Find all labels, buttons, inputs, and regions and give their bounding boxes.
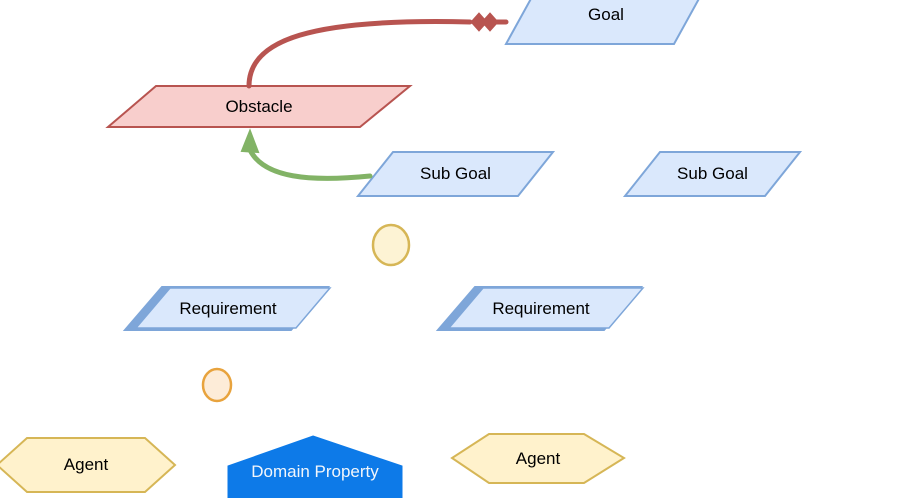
edge-resolution[interactable] [240, 128, 373, 181]
subgoal-1-parallelogram[interactable] [355, 151, 556, 197]
node-requirement-1[interactable] [122, 286, 332, 331]
requirement-2-parallelogram[interactable] [447, 287, 645, 329]
subgoal-2-parallelogram[interactable] [622, 151, 803, 197]
node-subgoal-1[interactable] [355, 151, 556, 197]
obstruction-edge-path[interactable] [246, 19, 473, 89]
agent-1-hexagon[interactable] [0, 437, 177, 493]
domain-property-pentagon[interactable] [227, 435, 403, 498]
obstacle-parallelogram[interactable] [105, 85, 413, 128]
node-agent-1[interactable] [0, 437, 177, 493]
resolution-arrowhead [240, 128, 260, 154]
resolution-edge-path[interactable] [247, 147, 373, 181]
agent-2-hexagon[interactable] [450, 433, 626, 484]
edge-obstruction[interactable] [246, 12, 509, 89]
requirement-1-parallelogram[interactable] [134, 287, 332, 329]
refinement-circle-2-shape[interactable] [201, 367, 233, 403]
node-subgoal-2[interactable] [622, 151, 803, 197]
obstruction-arrowhead-inner [470, 12, 488, 32]
node-refinement-circle-2[interactable] [201, 367, 233, 403]
node-refinement-circle-1[interactable] [371, 223, 411, 267]
node-obstacle[interactable] [105, 85, 413, 128]
refinement-circle-1-shape[interactable] [371, 223, 411, 267]
node-domain-property[interactable] [227, 435, 403, 498]
node-agent-2[interactable] [450, 433, 626, 484]
goal-parallelogram[interactable] [504, 0, 706, 45]
node-requirement-2[interactable] [435, 286, 645, 331]
node-goal[interactable] [504, 0, 706, 45]
